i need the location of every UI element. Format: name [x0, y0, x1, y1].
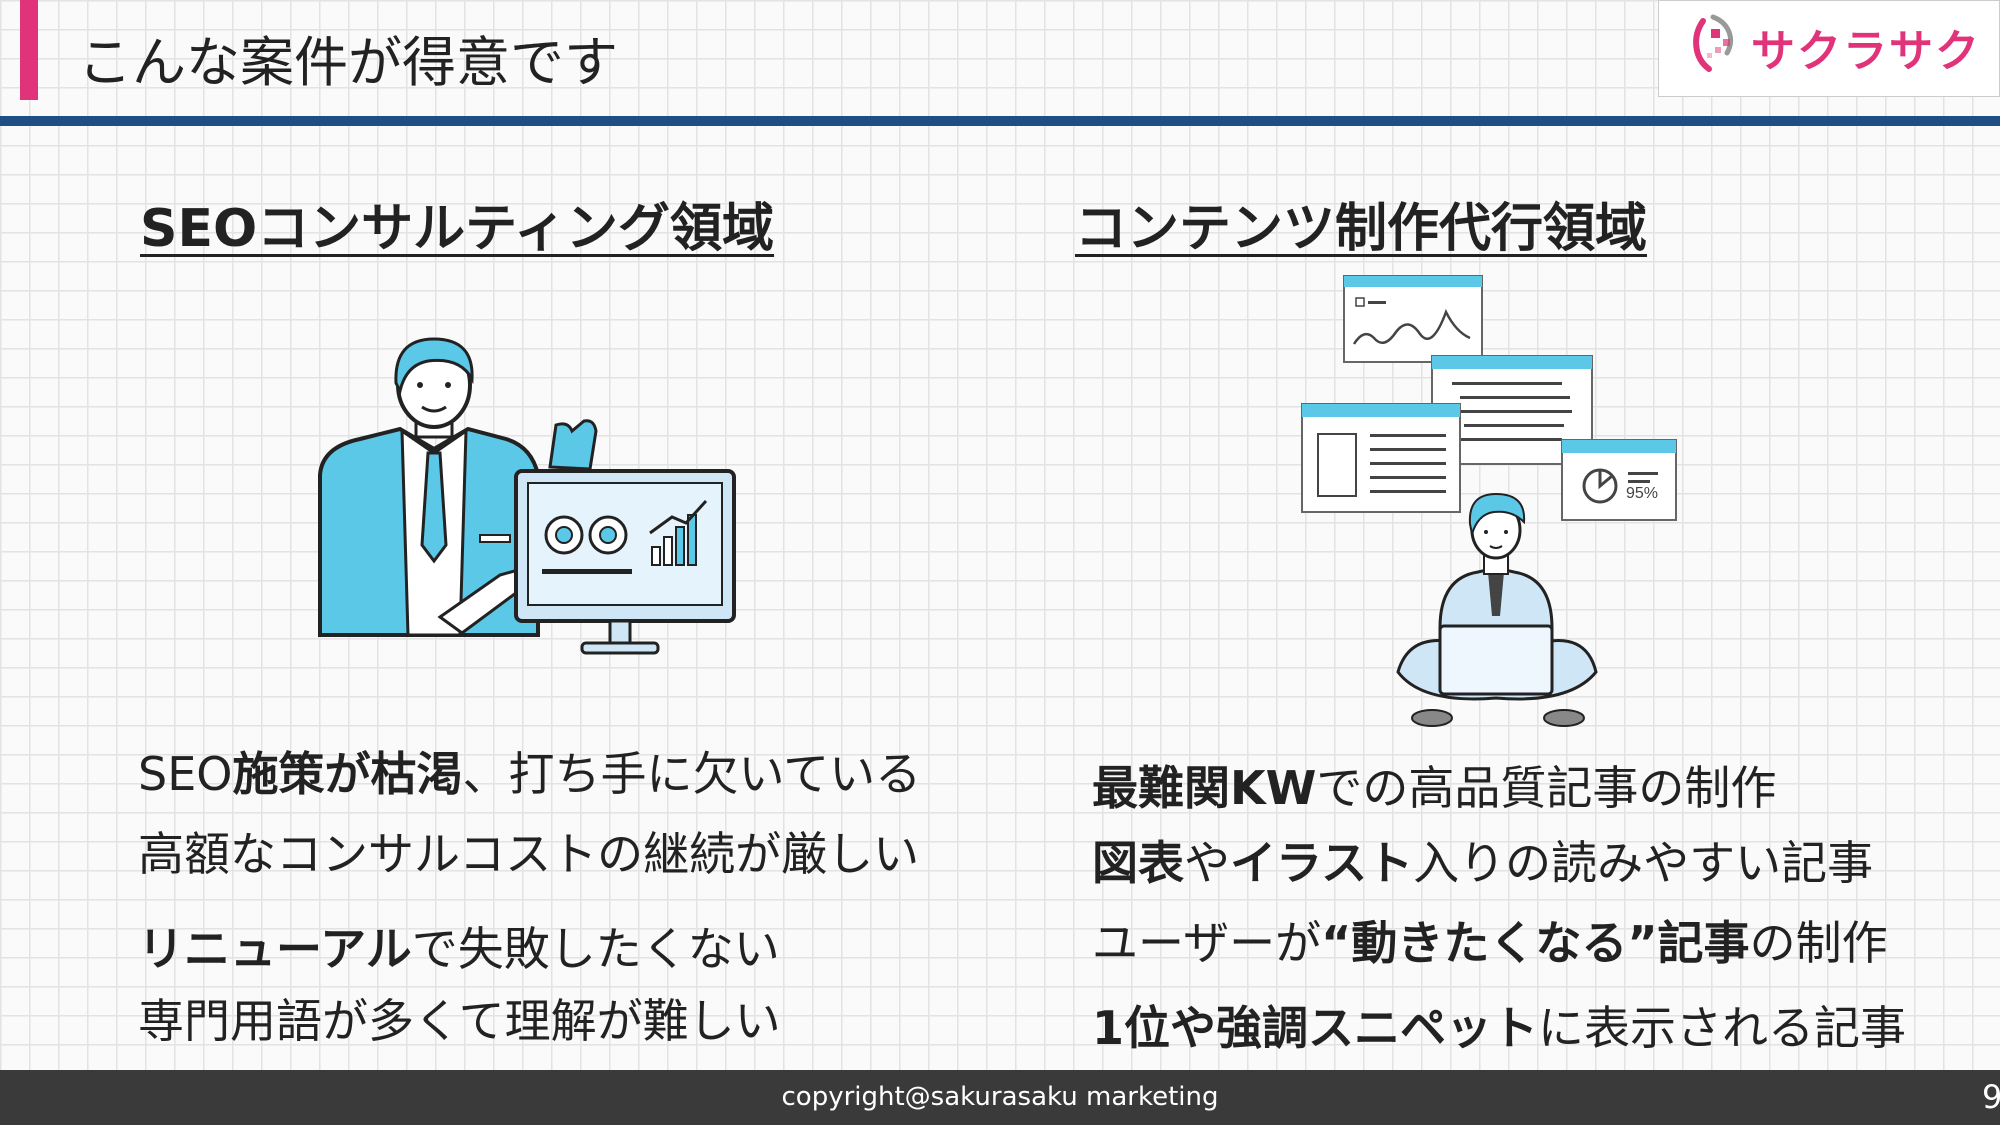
- right-line-3: ユーザーが“動きたくなる”記事の制作: [1092, 916, 1888, 970]
- right-line-2: 図表やイラスト入りの読みやすい記事: [1092, 836, 1874, 890]
- left-line-3: リニューアルで失敗したくない: [138, 922, 780, 976]
- logo: サクラサク: [1658, 0, 2000, 97]
- sakura-logo-icon: [1693, 14, 1733, 72]
- right-line-1: 最難関KWでの高品質記事の制作: [1092, 761, 1777, 815]
- copyright-text: copyright@sakurasaku marketing: [781, 1082, 1219, 1112]
- left-line-4: 専門用語が多くて理解が難しい: [138, 994, 781, 1048]
- logo-text: サクラサク: [1751, 26, 1981, 77]
- left-line-2: 高額なコンサルコストの継続が厳しい: [138, 827, 920, 881]
- content-production-heading: コンテンツ制作代行領域: [1075, 199, 1648, 259]
- header-divider: [0, 116, 2000, 126]
- page-title: こんな案件が得意です: [78, 31, 618, 94]
- page-number: 9: [1982, 1078, 2000, 1116]
- consultant-with-monitor-illustration: [318, 337, 736, 655]
- percentage-readout: 95%: [1626, 485, 1658, 502]
- right-line-4: 1位や強調スニペットに表示される記事: [1092, 1001, 1907, 1055]
- seo-consulting-heading: SEOコンサルティング領域: [140, 199, 775, 259]
- title-accent-bar: [20, 0, 38, 100]
- writer-with-laptop-illustration: 95%: [1301, 275, 1677, 727]
- left-line-1: SEO施策が枯渇、打ち手に欠いている: [138, 747, 922, 801]
- footer-bar: copyright@sakurasaku marketing 9: [0, 1070, 2000, 1125]
